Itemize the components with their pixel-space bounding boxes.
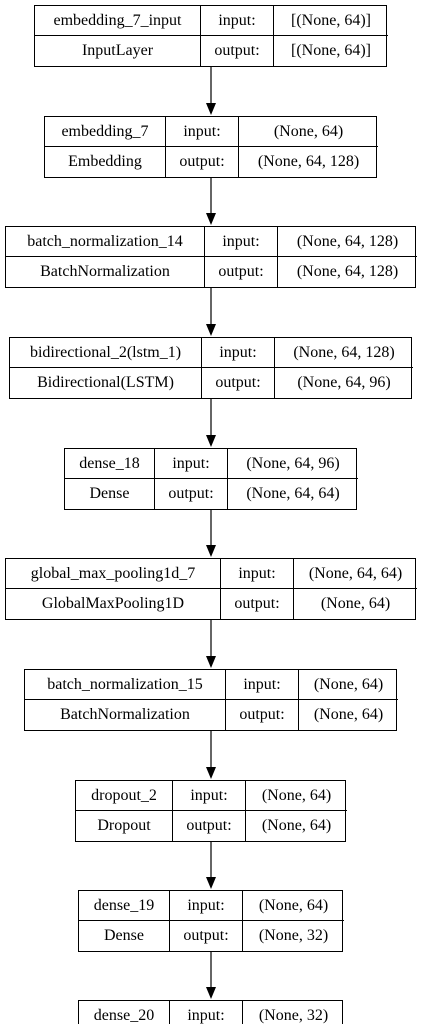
layer-node: bidirectional_2(lstm_1)input:(None, 64, … bbox=[9, 337, 413, 399]
input-shape: (None, 32) bbox=[243, 1001, 344, 1024]
layer-name: dense_20 bbox=[79, 1001, 170, 1024]
output-label: output: bbox=[173, 811, 246, 841]
output-shape: (None, 64, 96) bbox=[297, 374, 391, 391]
input-label: input: bbox=[226, 670, 299, 700]
input-label: input: bbox=[201, 6, 274, 36]
output-shape: [(None, 64)] bbox=[291, 42, 371, 59]
output-label: output: bbox=[170, 921, 243, 951]
input-label: input: bbox=[221, 559, 294, 589]
layer-name: embedding_7 bbox=[45, 117, 166, 147]
output-shape: (None, 64) bbox=[313, 706, 384, 723]
arrow-head-icon bbox=[206, 656, 216, 668]
layer-type: BatchNormalization bbox=[25, 700, 226, 730]
arrow-head-icon bbox=[206, 103, 216, 115]
layer-type: Dense bbox=[65, 479, 155, 509]
input-shape: [(None, 64)] bbox=[274, 6, 388, 36]
input-label: input: bbox=[205, 227, 278, 257]
output-shape: (None, 64, 128) bbox=[296, 263, 399, 280]
output-label: output: bbox=[155, 479, 228, 509]
arrow-head-icon bbox=[206, 324, 216, 336]
input-label: input: bbox=[170, 1001, 243, 1024]
arrow-head-icon bbox=[206, 435, 216, 447]
layer-type: Embedding bbox=[45, 147, 166, 177]
output-shape: (None, 64, 128) bbox=[257, 153, 360, 170]
layer-name: dropout_2 bbox=[76, 781, 173, 811]
input-shape: (None, 64) bbox=[246, 781, 347, 811]
input-label: input: bbox=[166, 117, 239, 147]
layer-type: GlobalMaxPooling1D bbox=[6, 589, 221, 619]
arrow-head-icon bbox=[206, 213, 216, 225]
input-label: input: bbox=[202, 338, 275, 368]
layer-type: BatchNormalization bbox=[6, 257, 205, 287]
layer-name: global_max_pooling1d_7 bbox=[6, 559, 221, 589]
layer-name: dense_18 bbox=[65, 449, 155, 479]
output-shape: (None, 64) bbox=[320, 595, 391, 612]
layer-name: batch_normalization_14 bbox=[6, 227, 205, 257]
input-shape: (None, 64) bbox=[239, 117, 378, 147]
input-label: input: bbox=[155, 449, 228, 479]
output-label: output: bbox=[205, 257, 278, 287]
output-shape: (None, 64) bbox=[261, 817, 332, 834]
input-shape: (None, 64, 128) bbox=[275, 338, 413, 368]
output-label: output: bbox=[226, 700, 299, 730]
output-label: output: bbox=[221, 589, 294, 619]
layer-name: dense_19 bbox=[79, 891, 170, 921]
arrow-head-icon bbox=[206, 877, 216, 889]
layer-type: InputLayer bbox=[35, 36, 201, 66]
arrow-head-icon bbox=[206, 767, 216, 779]
output-shape: (None, 32) bbox=[258, 927, 329, 944]
arrow-head-icon bbox=[206, 987, 216, 999]
input-shape: (None, 64, 64) bbox=[294, 559, 417, 589]
output-shape: (None, 64, 64) bbox=[246, 485, 340, 502]
layer-name: batch_normalization_15 bbox=[25, 670, 226, 700]
input-shape: (None, 64) bbox=[299, 670, 398, 700]
layer-type: Dense bbox=[79, 921, 170, 951]
layer-type: Dropout bbox=[76, 811, 173, 841]
input-shape: (None, 64, 128) bbox=[278, 227, 417, 257]
layer-type: Bidirectional(LSTM) bbox=[10, 368, 202, 398]
input-shape: (None, 64, 96) bbox=[228, 449, 358, 479]
arrow-head-icon bbox=[206, 545, 216, 557]
output-label: output: bbox=[202, 368, 275, 398]
output-label: output: bbox=[201, 36, 274, 66]
layer-name: bidirectional_2(lstm_1) bbox=[10, 338, 202, 368]
output-label: output: bbox=[166, 147, 239, 177]
layer-name: embedding_7_input bbox=[35, 6, 201, 36]
input-label: input: bbox=[170, 891, 243, 921]
input-label: input: bbox=[173, 781, 246, 811]
input-shape: (None, 64) bbox=[243, 891, 344, 921]
